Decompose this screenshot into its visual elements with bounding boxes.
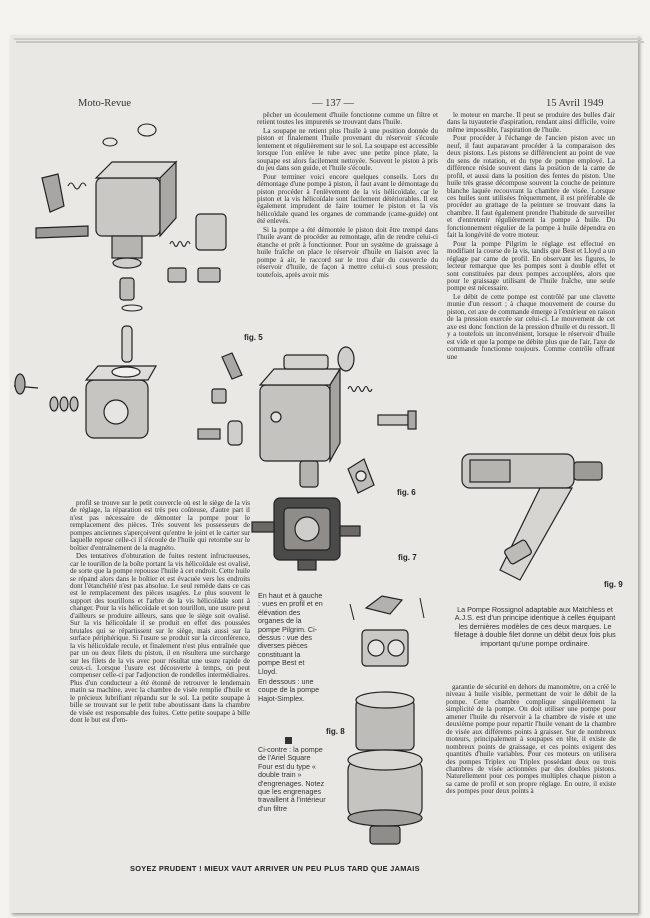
magazine-title: Moto-Revue bbox=[78, 98, 132, 109]
pump-body-illustration bbox=[14, 365, 158, 439]
fig7-illustration bbox=[251, 497, 361, 571]
article-column-right-bottom: garantie de sécurité en dehors du manomè… bbox=[446, 683, 616, 797]
fig6-illustration bbox=[197, 346, 417, 494]
paragraph: le moteur en marche. Il peut se produire… bbox=[447, 111, 615, 134]
article-column-right-top: le moteur en marche. Il peut se produire… bbox=[447, 111, 615, 362]
caption-text: En dessous : une coupe de la pompe Hajot… bbox=[258, 677, 320, 703]
paragraph: profil se trouve sur le petit couvercle … bbox=[70, 499, 250, 552]
paragraph: Pour procéder à l'échange de l'ancien pi… bbox=[447, 134, 615, 240]
paragraph: La soupape ne retient plus l'huile à une… bbox=[257, 126, 438, 173]
decorative-square bbox=[285, 737, 292, 744]
paragraph: Le débit de cette pompe est contrôlé par… bbox=[447, 292, 615, 361]
caption-figure-9: La Pompe Rossignol adaptable aux Matchle… bbox=[454, 605, 616, 648]
paragraph: Pour la pompe Pilgrim le réglage est eff… bbox=[447, 239, 615, 293]
paragraph: garantie de sécurité en dehors du manomè… bbox=[446, 683, 616, 796]
fig6-label: fig. 6 bbox=[397, 488, 416, 497]
issue-date: 15 Avril 1949 bbox=[546, 98, 604, 109]
fig9-illustration bbox=[461, 453, 603, 581]
page-edge bbox=[16, 41, 644, 43]
page-edge bbox=[14, 38, 642, 40]
page-footer-slogan: SOYEZ PRUDENT ! MIEUX VAUT ARRIVER UN PE… bbox=[130, 864, 420, 873]
fig8-illustration bbox=[347, 595, 425, 845]
fig5-illustration bbox=[35, 123, 227, 363]
fig5-label: fig. 5 bbox=[244, 333, 263, 342]
paragraph: Des tentatives d'obturation de fuites re… bbox=[70, 552, 250, 725]
paragraph: Si la pompe a été démontée le piston doi… bbox=[257, 225, 438, 279]
paragraph: pêcher un écoulement d'huile fonctionne … bbox=[257, 111, 438, 127]
caption-figures-6-7: En haut et à gauche : vues en profil et … bbox=[258, 591, 324, 705]
fig9-label: fig. 9 bbox=[604, 580, 623, 589]
article-column-left-bottom: profil se trouve sur le petit couvercle … bbox=[70, 499, 250, 726]
caption-figure-8: Ci-contre : la pompe de l'Ariel Square F… bbox=[258, 745, 326, 813]
page-number: — 137 — bbox=[312, 98, 354, 109]
fig7-label: fig. 7 bbox=[398, 553, 417, 562]
paragraph: Pour terminer voici encore quelques cons… bbox=[257, 172, 438, 226]
article-column-middle-top: pêcher un écoulement d'huile fonctionne … bbox=[257, 111, 438, 280]
fig8-label: fig. 8 bbox=[326, 727, 345, 736]
caption-text: En haut et à gauche : vues en profil et … bbox=[258, 591, 323, 676]
